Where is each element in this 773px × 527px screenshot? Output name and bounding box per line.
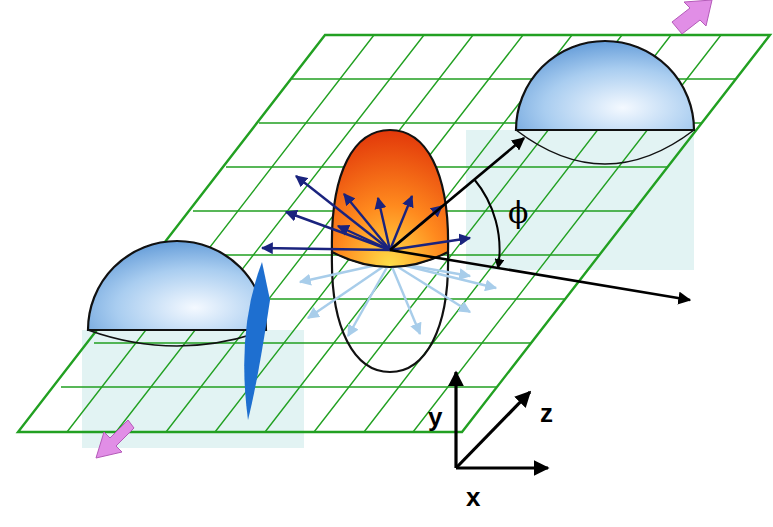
axis-arrow (390, 250, 690, 300)
nucleus-equator (88, 330, 266, 346)
axis-arrow (454, 372, 457, 468)
flow-arrow (308, 262, 390, 318)
axis-arrow (456, 466, 548, 469)
nucleus-lower-panel (466, 130, 694, 270)
nucleus-dome (516, 41, 694, 130)
overlap-region-upper (332, 130, 448, 267)
particle-flow-below (300, 262, 496, 336)
flow-arrow (348, 262, 390, 336)
overlap-cut (244, 262, 270, 420)
flow-arrow (390, 262, 420, 334)
nucleus-equator (516, 130, 694, 164)
beam-direction-arrow (96, 420, 134, 458)
beam-direction-arrow (672, 0, 712, 34)
angle-label: ϕ (508, 198, 528, 228)
flow-arrow (262, 248, 390, 250)
nucleus-dome (88, 241, 266, 330)
angle-arc (474, 179, 500, 268)
nucleus-lower-panel (82, 330, 304, 448)
particle-flow-above (262, 176, 470, 250)
grid-lines (67, 35, 721, 432)
flow-arrow (378, 198, 390, 250)
flow-arrow (338, 226, 390, 250)
reaction-plane-grid (18, 35, 770, 432)
flow-arrow (296, 176, 390, 250)
coordinate-axes (456, 372, 548, 468)
axis-arrow (456, 392, 530, 468)
axis-label: z (540, 400, 553, 426)
flow-arrow (344, 194, 390, 250)
plane-outline (18, 35, 770, 432)
axis-label: x (466, 484, 480, 510)
flow-arrow (390, 262, 470, 312)
axis-label: y (428, 404, 442, 430)
axis-arrow (390, 138, 524, 250)
